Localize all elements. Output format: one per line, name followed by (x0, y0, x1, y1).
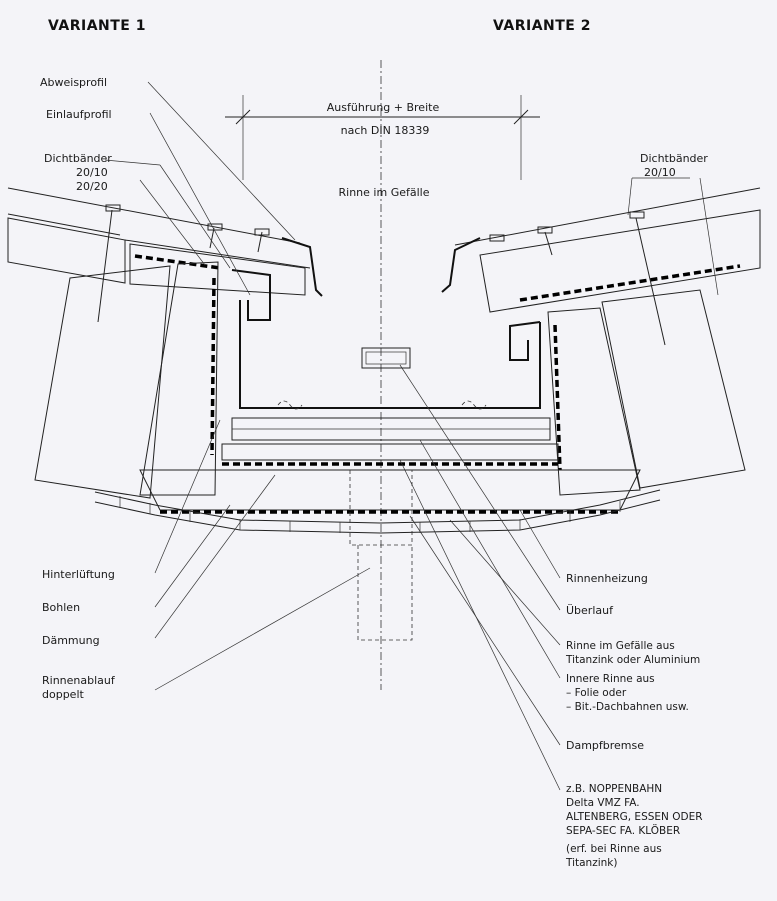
label-noppenbahn-3: ALTENBERG, ESSEN ODER (566, 811, 703, 823)
dimension-norm: nach DIN 18339 (341, 124, 430, 137)
label-noppenbahn-5: (erf. bei Rinne aus (566, 843, 662, 855)
label-daemmung: Dämmung (42, 634, 100, 647)
gutter (94, 300, 661, 641)
slope-label: Rinne im Gefälle (339, 186, 430, 199)
label-dichtbaender-left-size2: 20/20 (76, 180, 108, 193)
label-dampfbremse: Dampfbremse (566, 739, 644, 752)
heading-variant-1: VARIANTE 1 (48, 18, 146, 34)
label-noppenbahn-1: z.B. NOPPENBAHN (566, 783, 662, 795)
label-dichtbaender-left-size1: 20/10 (76, 166, 108, 179)
label-dichtbaender-right: Dichtbänder (640, 152, 708, 165)
label-dichtbaender-left: Dichtbänder (44, 152, 112, 165)
dimension-line (225, 95, 540, 180)
leader-lines (104, 81, 719, 791)
label-rinnenablauf: Rinnenablauf (42, 674, 116, 687)
label-bohlen: Bohlen (42, 601, 80, 614)
label-rinnenheizung: Rinnenheizung (566, 572, 648, 585)
label-innere-rinne-2: – Folie oder (566, 687, 627, 699)
label-abweisprofil: Abweisprofil (40, 76, 107, 89)
label-einlaufprofil: Einlaufprofil (46, 108, 112, 121)
label-rinne-material-2: Titanzink oder Aluminium (565, 654, 700, 666)
label-innere-rinne-1: Innere Rinne aus (566, 673, 655, 685)
label-rinne-material-1: Rinne im Gefälle aus (566, 640, 675, 652)
label-noppenbahn-4: SEPA-SEC FA. KLÖBER (566, 824, 680, 837)
label-rinnenablauf-doppelt: doppelt (42, 688, 85, 701)
left-roof-construction (7, 187, 323, 499)
label-noppenbahn-6: Titanzink) (565, 857, 617, 869)
label-innere-rinne-3: – Bit.-Dachbahnen usw. (566, 701, 689, 713)
heading-variant-2: VARIANTE 2 (493, 18, 591, 34)
dimension-label: Ausführung + Breite (327, 101, 440, 114)
label-ueberlauf: Überlauf (566, 604, 614, 617)
label-noppenbahn-2: Delta VMZ FA. (566, 797, 640, 809)
right-roof-construction (441, 187, 761, 496)
label-dichtbaender-right-size: 20/10 (644, 166, 676, 179)
label-hinterlueftung: Hinterlüftung (42, 568, 115, 581)
